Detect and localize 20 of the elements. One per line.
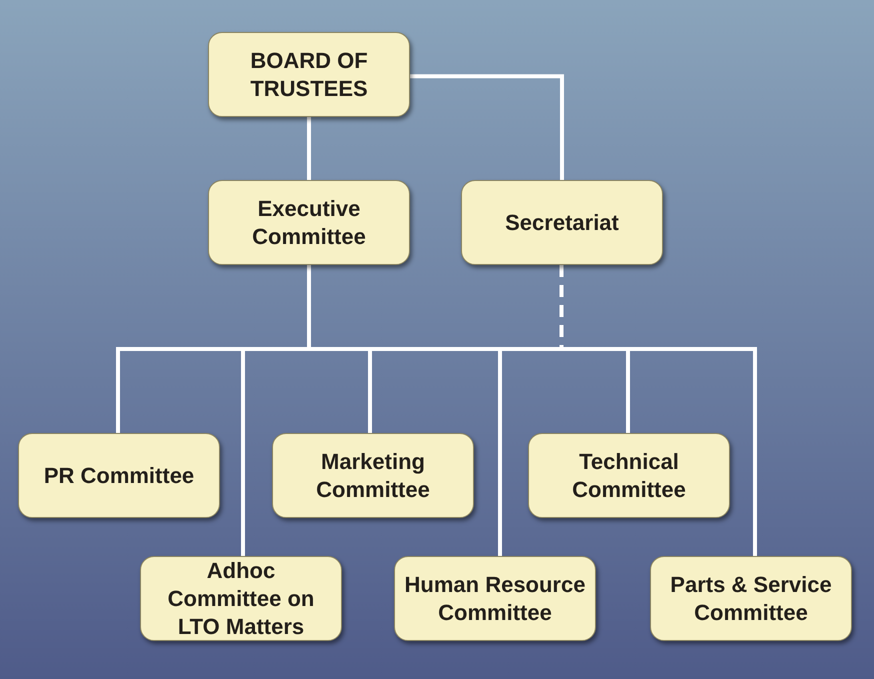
connector-line [410, 74, 564, 180]
committee-box [650, 556, 852, 641]
node-label: Technical Committee [571, 448, 687, 504]
committee-box [528, 433, 730, 518]
node-label: PR Committee [44, 462, 194, 490]
node-label: Parts & Service Committee [669, 570, 833, 626]
committee-box [272, 433, 474, 518]
committee-box [140, 556, 342, 641]
node-label: Adhoc Committee on LTO Matters [166, 556, 316, 640]
node-label: Executive Committee [251, 194, 367, 250]
node-label: Marketing Committee [315, 448, 431, 504]
committee-box [461, 180, 663, 265]
committee-box [208, 32, 410, 117]
committee-box [394, 556, 596, 641]
node-label: BOARD OF TRUSTEES [249, 46, 369, 102]
committee-box [208, 180, 410, 265]
node-label: Secretariat [505, 208, 619, 236]
node-label: Human Resource Committee [404, 570, 586, 626]
connector-line [307, 117, 311, 180]
committee-box [18, 433, 220, 518]
